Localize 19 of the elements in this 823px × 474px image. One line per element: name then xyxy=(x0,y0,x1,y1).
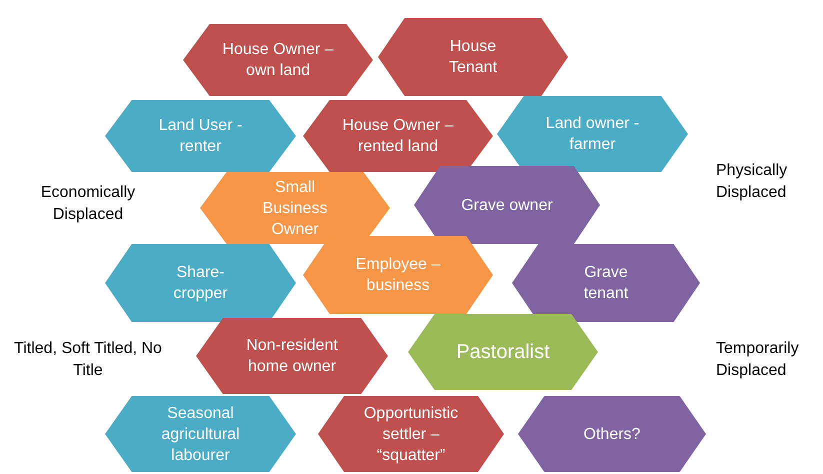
tile-label: Non-resident home owner xyxy=(245,336,339,377)
tile-label: House Owner – own land xyxy=(221,40,335,81)
tile-label: Opportunistic settler – “squatter” xyxy=(362,404,460,466)
category-label: Temporarily Displaced xyxy=(716,339,800,381)
tile-label: Seasonal agricultural labourer xyxy=(160,404,241,466)
tile-label: Employee – business xyxy=(354,255,442,296)
tile-label: Grave owner xyxy=(460,196,554,216)
tile-label: Share-cropper xyxy=(172,263,229,304)
category-label: Physically Displaced xyxy=(716,161,788,203)
tile-label: House Owner – rented land xyxy=(341,116,455,157)
tile-label: Pastoralist xyxy=(455,340,551,365)
tile-label: Others? xyxy=(582,424,642,444)
category-label: Economically Displaced xyxy=(40,183,136,225)
tile-label: Land User - renter xyxy=(158,116,244,157)
tile-label: Land owner - farmer xyxy=(544,114,640,155)
tile-label: Small Business Owner xyxy=(262,178,328,240)
tile-label: House Tenant xyxy=(448,37,498,78)
category-label: Titled, Soft Titled, No Title xyxy=(13,339,163,381)
tile-label: Grave tenant xyxy=(582,263,630,304)
